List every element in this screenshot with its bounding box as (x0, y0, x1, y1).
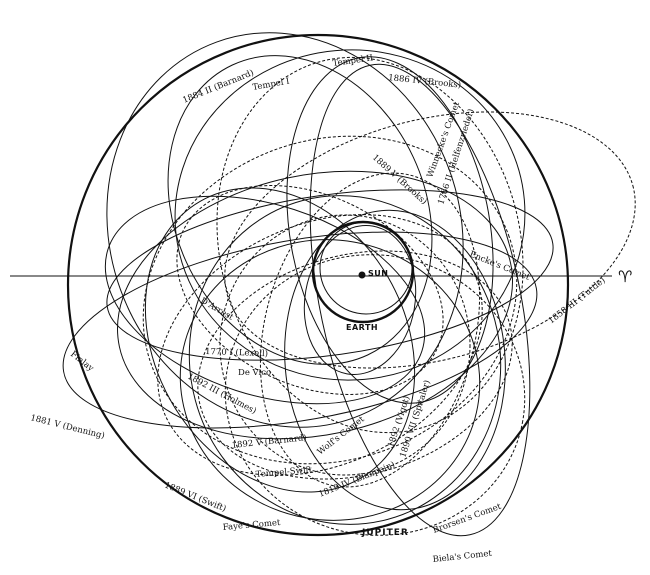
sun-label: SUN (368, 269, 388, 278)
label-brooks-1886: 1886 IV (Brooks) (388, 72, 462, 91)
label-biela: Biela's Comet (432, 549, 493, 565)
orbit-lexell (176, 185, 444, 395)
orbit-brorsen (224, 254, 526, 536)
orbit-tempel-1 (167, 55, 433, 365)
label-de-vico: De Vico (238, 368, 271, 378)
orbit-encke (303, 225, 417, 375)
orbit-wolf (284, 209, 506, 511)
label-tuttle: 1858 III (Tuttle) (546, 275, 608, 326)
label-lexell: 1770 I (Lexell) (205, 346, 268, 359)
sun-marker (358, 271, 366, 279)
orbit-brooks-1886 (216, 56, 524, 434)
inner-orbit (319, 221, 413, 315)
earth-label: EARTH (346, 323, 378, 332)
label-brorsen: Brorsen's Comet (432, 502, 504, 536)
aries-symbol: ♈ (618, 267, 632, 286)
orbit-biela (309, 63, 531, 537)
orbit-barnard-1884 (106, 32, 464, 428)
orbit-tempel-swift (157, 214, 483, 476)
orbit-finlay (117, 170, 513, 440)
orbit-blanpain (197, 250, 513, 480)
label-swift: 1889 VI (Swift) (163, 480, 228, 515)
label-blanpain: 1819 IV (Blanpain) (317, 459, 397, 500)
jupiter-orbit (66, 33, 570, 537)
label-tempel-1: Tempel I (252, 77, 291, 93)
label-darrest: D'Arrest (199, 296, 236, 323)
label-tempel-swift: Tempel-Swift (255, 465, 313, 480)
orbit-denning (62, 231, 538, 429)
orbit-helfenzrieder (224, 111, 636, 369)
orbit-swift (188, 195, 502, 525)
orbit-holmes (144, 187, 416, 493)
jupiter-label: JUPITER (361, 528, 409, 538)
label-denning: 1881 V (Denning) (29, 412, 106, 441)
orbit-darrest (104, 195, 426, 405)
orbit-winnecke (142, 135, 518, 465)
label-brooks-1889: 1889 V (Brooks) (370, 152, 429, 207)
label-tempel-2: Tempel II (332, 53, 374, 69)
orbit-tempel-2 (174, 49, 526, 381)
